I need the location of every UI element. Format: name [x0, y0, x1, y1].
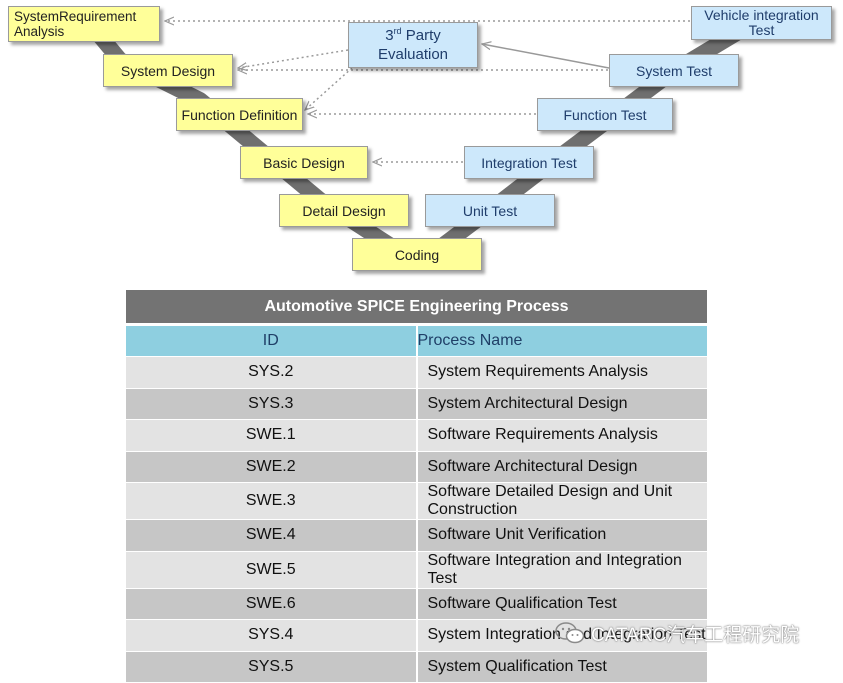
box-label: System Design	[120, 62, 216, 79]
box-function-definition: Function Definition	[176, 98, 303, 131]
process-name-cell: System Qualification Test	[416, 651, 707, 683]
process-name-cell: System Integration and Integration Test	[416, 619, 707, 652]
box-third-party-evaluation: 3rd Party Evaluation	[348, 22, 478, 68]
arrow-third-to-funcdef	[305, 67, 353, 110]
box-label: Coding	[394, 246, 440, 263]
box-integration-test: Integration Test	[464, 146, 594, 179]
box-system-requirement-analysis: SystemRequirement Analysis	[8, 6, 160, 42]
third-party-superscript: rd	[393, 26, 402, 36]
process-id-cell: SYS.2	[126, 356, 418, 389]
box-basic-design: Basic Design	[240, 146, 368, 179]
box-unit-test: Unit Test	[425, 194, 555, 227]
process-name-cell: Software Architectural Design	[416, 451, 707, 483]
third-party-line2: Evaluation	[377, 46, 449, 63]
box-label: Basic Design	[263, 154, 345, 171]
box-system-test: System Test	[609, 54, 739, 87]
box-function-test: Function Test	[537, 98, 673, 131]
process-id-cell: SWE.4	[126, 519, 418, 552]
process-id-cell: SWE.5	[126, 551, 418, 589]
box-label: Function Definition	[181, 106, 298, 123]
v-model-diagram: SystemRequirement Analysis System Design…	[0, 0, 843, 280]
box-label: Unit Test	[462, 202, 518, 219]
box-label: SystemRequirement Analysis	[14, 9, 137, 39]
arrow-third-to-sysdesign	[238, 49, 349, 68]
wechat-icon	[555, 622, 585, 644]
header-process-name: Process Name	[416, 324, 707, 357]
box-label: Function Test	[563, 106, 647, 123]
header-id: ID	[126, 324, 418, 357]
box-label: Integration Test	[481, 154, 577, 171]
process-name-cell: System Architectural Design	[416, 388, 707, 420]
third-party-text: 3rd Party Evaluation	[378, 26, 448, 64]
process-id-cell: SWE.6	[126, 588, 418, 620]
process-id-cell: SYS.3	[126, 388, 418, 420]
watermark-text: CATARC汽车工程研究院	[591, 624, 800, 646]
process-id-cell: SWE.3	[126, 482, 418, 520]
process-id-cell: SWE.2	[126, 451, 418, 483]
box-vehicle-integration-test: Vehicle integration Test	[691, 6, 832, 40]
process-name-cell: Software Detailed Design and Unit Constr…	[416, 482, 707, 520]
process-name-cell: Software Integration and Integration Tes…	[416, 551, 707, 589]
process-name-cell: System Requirements Analysis	[416, 356, 707, 389]
process-id-cell: SYS.4	[126, 619, 418, 652]
box-label: Detail Design	[302, 202, 386, 219]
table-title: Automotive SPICE Engineering Process	[126, 290, 707, 326]
process-name-cell: Software Requirements Analysis	[416, 419, 707, 452]
process-table: Automotive SPICE Engineering Process ID …	[126, 290, 707, 683]
process-id-cell: SWE.1	[126, 419, 418, 452]
box-system-design: System Design	[103, 54, 233, 87]
arrow-systest-to-third	[482, 44, 610, 69]
third-party-prefix: 3	[385, 27, 394, 44]
table-header-row: ID Process Name	[126, 324, 707, 357]
process-id-cell: SYS.5	[126, 651, 418, 683]
watermark: CATARC汽车工程研究院	[555, 620, 799, 646]
process-name-cell: Software Unit Verification	[416, 519, 707, 552]
box-coding: Coding	[352, 238, 482, 271]
process-name-cell: Software Qualification Test	[416, 588, 707, 620]
third-party-line1: Party	[401, 27, 441, 44]
box-label: Vehicle integration Test	[704, 7, 819, 38]
box-detail-design: Detail Design	[279, 194, 409, 227]
box-label: System Test	[636, 62, 712, 79]
